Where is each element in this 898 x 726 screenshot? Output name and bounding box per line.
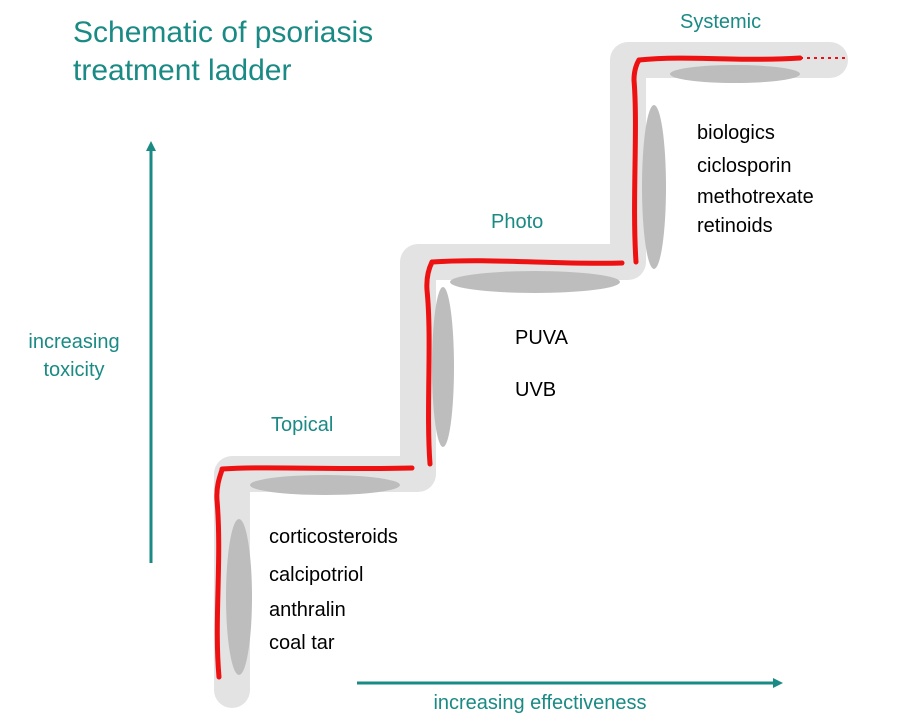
step-tread-blob <box>670 65 800 83</box>
treatment-item: calcipotriol <box>269 564 364 586</box>
diagram-title: Schematic of psoriasis treatment ladder <box>73 16 374 87</box>
treatment-item: corticosteroids <box>269 526 398 548</box>
step-riser-blob <box>642 105 666 269</box>
treatment-item: coal tar <box>269 632 335 654</box>
x-axis-label: increasing effectiveness <box>433 692 647 714</box>
treatment-item: anthralin <box>269 599 346 621</box>
treatment-item: PUVA <box>515 327 568 349</box>
step-riser-blob <box>432 287 454 447</box>
staircase-shadow <box>214 42 848 708</box>
step-label-systemic: Systemic <box>680 11 762 33</box>
step-label-photo: Photo <box>491 211 544 233</box>
treatment-item: retinoids <box>697 215 773 237</box>
treatment-item: methotrexate <box>697 186 814 208</box>
step-riser-blob <box>226 519 252 675</box>
treatment-item: biologics <box>697 122 775 144</box>
step-tread-blob <box>250 475 400 495</box>
treatment-item: UVB <box>515 379 557 401</box>
staircase-edge <box>214 55 845 680</box>
treatment-item: ciclosporin <box>697 155 792 177</box>
step-label-topical: Topical <box>271 414 334 436</box>
y-axis-label: increasing toxicity <box>28 331 120 381</box>
step-tread-blob <box>450 271 620 293</box>
